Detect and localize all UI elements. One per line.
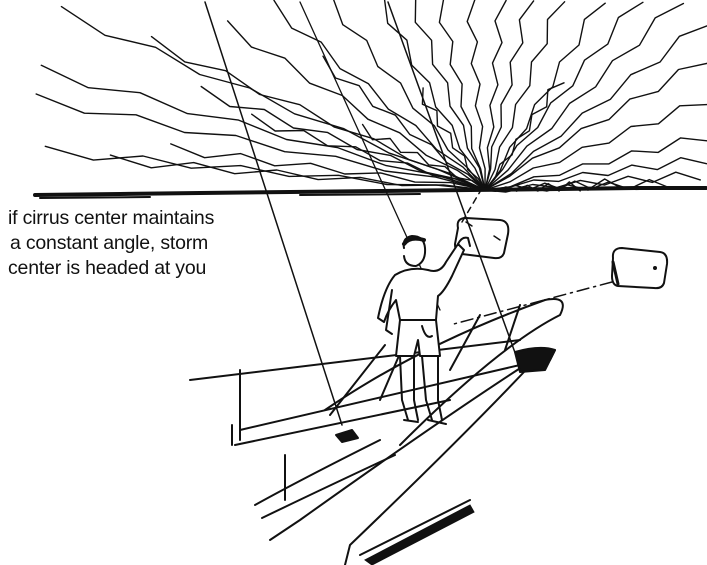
cirrus-streak <box>485 105 707 191</box>
observer-figure <box>378 236 470 424</box>
caption-line-1: if cirrus center maintains <box>0 206 290 231</box>
compass-second-view <box>612 248 667 288</box>
cirrus-streaks <box>36 0 707 192</box>
boat-bow <box>190 299 563 565</box>
cirrus-streak <box>485 2 565 190</box>
cirrus-streak <box>485 2 643 190</box>
cirrus-streak <box>485 1 534 190</box>
cirrus-streak <box>274 0 485 190</box>
caption-text: if cirrus center maintains a constant an… <box>0 206 290 281</box>
cirrus-streak <box>384 0 485 190</box>
bearing-dash-dot-line <box>450 282 612 325</box>
cirrus-streak <box>485 4 683 191</box>
caption-line-3: center is headed at you <box>0 256 290 281</box>
caption-line-2: a constant angle, storm <box>0 231 290 256</box>
cirrus-streak <box>323 56 485 190</box>
cirrus-streak <box>485 63 707 190</box>
